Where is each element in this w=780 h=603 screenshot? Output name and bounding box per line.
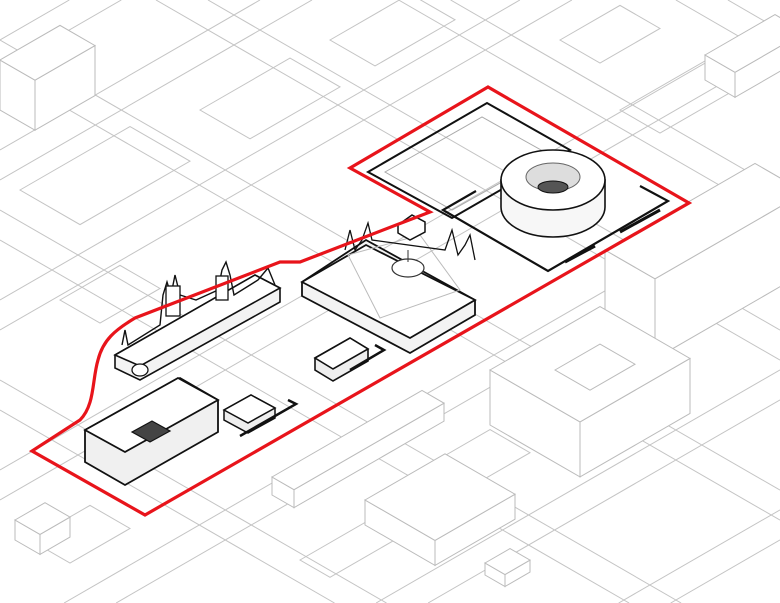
box-roof (270, 389, 446, 491)
street-line (0, 239, 630, 603)
annex-wall (349, 343, 387, 372)
roof-cross (347, 234, 461, 319)
city-block (328, 0, 457, 67)
building-northwest (0, 24, 97, 132)
annex-roof (313, 337, 370, 370)
castle-roof (113, 274, 282, 367)
arts-and-industries-building[interactable] (300, 214, 477, 355)
box-roof (483, 547, 532, 576)
box-roof (0, 24, 97, 81)
city-block (58, 264, 162, 324)
street-line (450, 0, 780, 191)
small-building-southwest (13, 502, 72, 556)
castle-tower (215, 275, 229, 301)
street-line (0, 379, 387, 603)
site-boundary (28, 85, 693, 517)
street-line (618, 509, 780, 603)
box-roof (603, 162, 780, 280)
street-line (0, 19, 780, 471)
spires (344, 220, 476, 261)
city-block (18, 125, 192, 226)
street-line (0, 0, 70, 41)
building-roof (300, 243, 477, 340)
city-block (558, 4, 662, 64)
small-building-south (483, 547, 532, 588)
street-line (0, 0, 573, 331)
street-line (670, 539, 780, 603)
pavilion-wall (239, 398, 299, 438)
site-buildings (28, 85, 693, 517)
north-plaza-outline (365, 101, 573, 220)
courtyard-opening (130, 420, 172, 443)
box-roof (363, 453, 517, 541)
street-line (0, 209, 682, 603)
box-roof (13, 502, 72, 536)
hirshhorn-plaza-wall-segment (564, 244, 596, 264)
street-line (375, 369, 780, 603)
context-buildings (0, 14, 780, 588)
hirshhorn-plaza-wall (440, 185, 671, 273)
street-line (0, 409, 335, 603)
hirshhorn-plaza-wall-segment (619, 208, 661, 234)
box-side (734, 45, 780, 99)
low-building-south (363, 453, 517, 567)
building-northeast (703, 14, 780, 99)
street-line (0, 0, 521, 301)
block-courtyard (553, 343, 637, 391)
ring-courtyard-floor (537, 180, 569, 194)
box-roof (703, 14, 780, 73)
castle-building[interactable] (113, 260, 282, 381)
city-block (198, 57, 342, 140)
hirshhorn-ring-building[interactable] (500, 149, 606, 238)
pavilion-roof (222, 394, 277, 424)
round-roof-annex[interactable] (313, 337, 387, 382)
small-pavilion[interactable] (222, 394, 299, 438)
round-kiosk (131, 363, 149, 377)
square-courtyard-building[interactable] (83, 376, 220, 487)
street-line (398, 0, 780, 221)
courtyard-building-roof (83, 376, 220, 454)
long-slab-building (270, 389, 446, 509)
